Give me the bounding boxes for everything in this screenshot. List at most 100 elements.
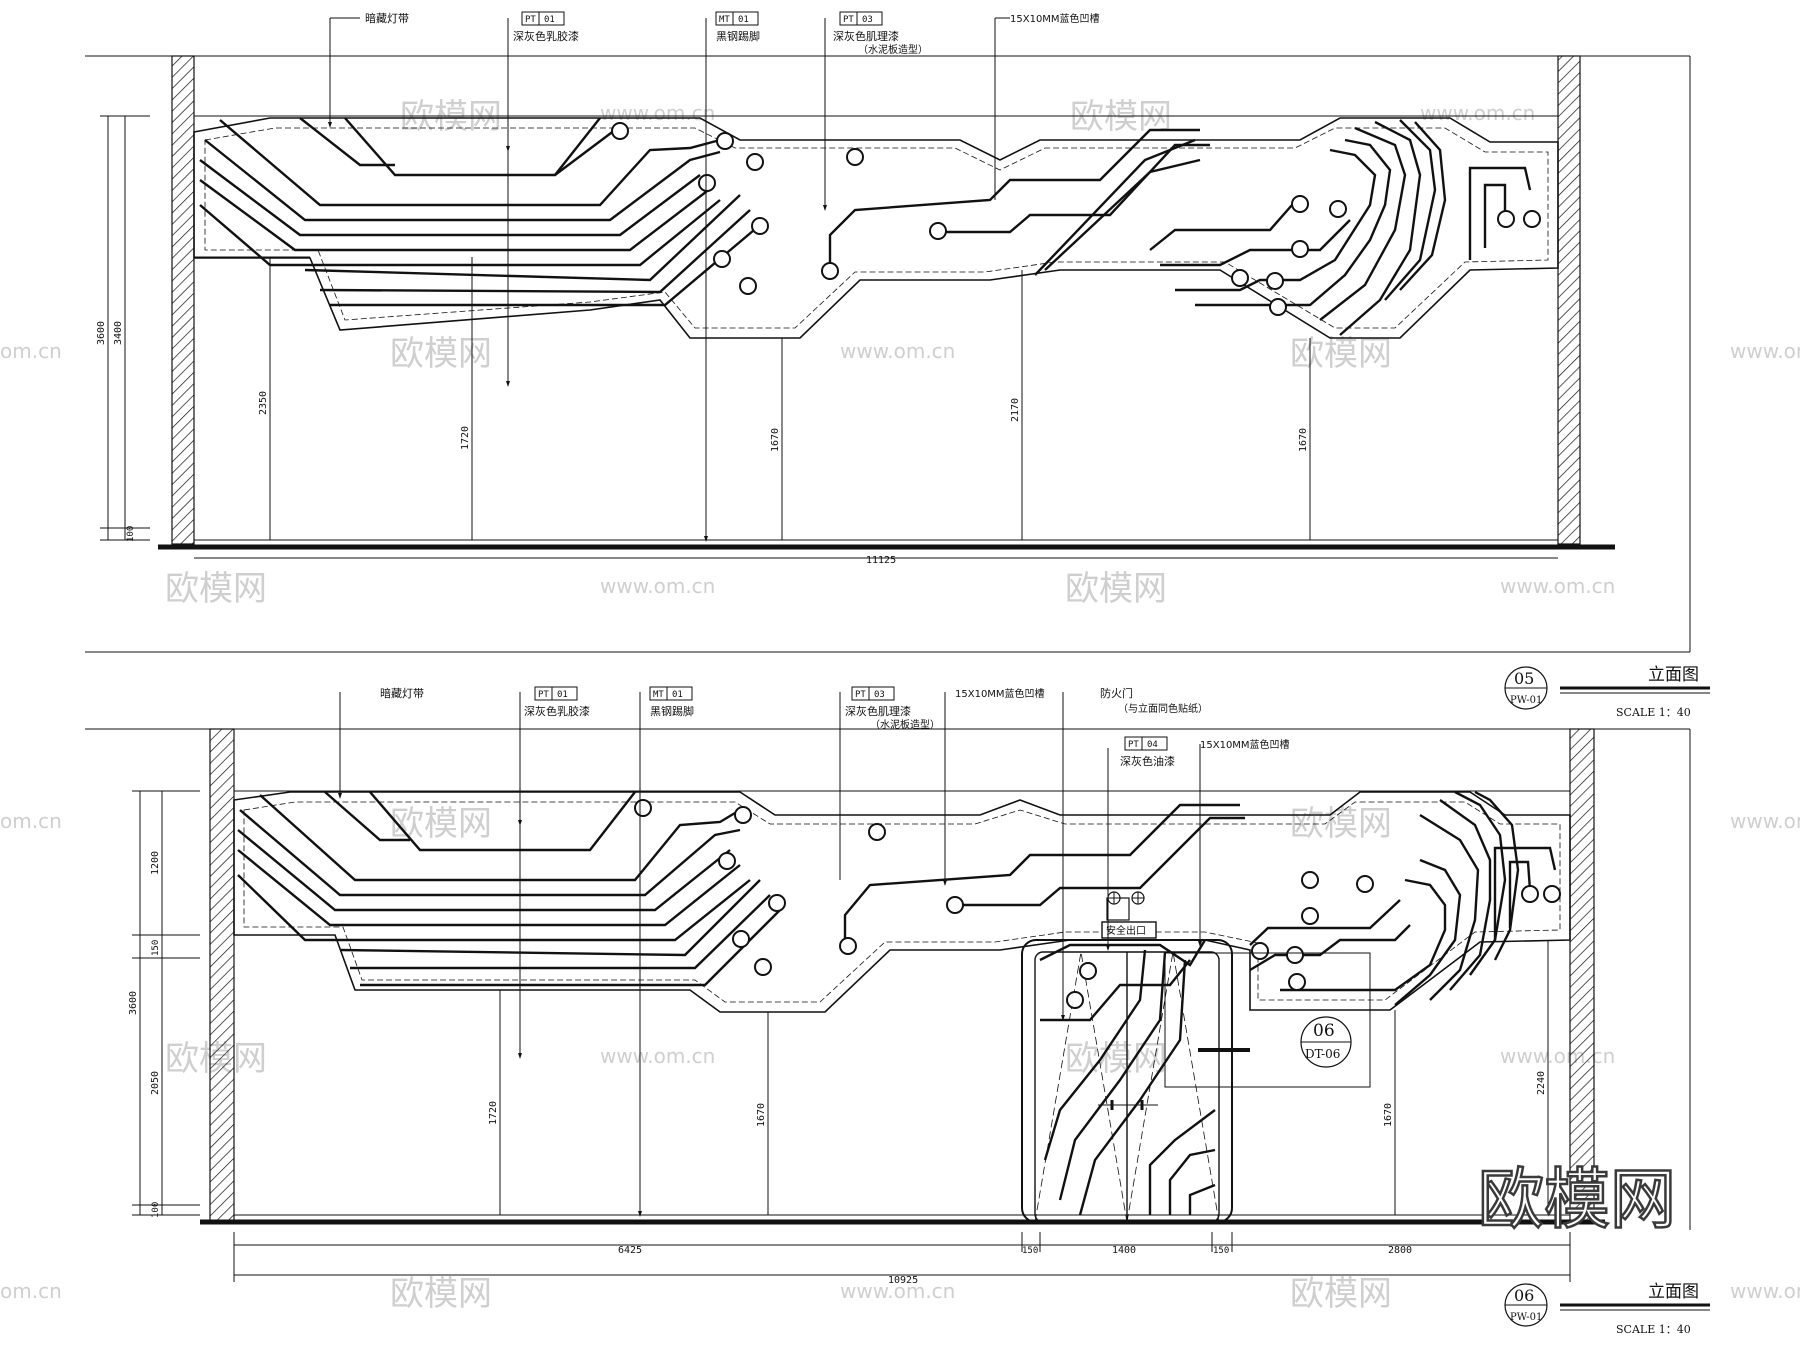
watermark-brand: 欧模网 — [1290, 334, 1392, 374]
watermark-url: www.om.cn — [1500, 1044, 1615, 1068]
elevation-05 — [85, 17, 1691, 653]
dim-2240: 2240 — [1536, 1071, 1547, 1095]
watermark-url: www.om.cn — [600, 101, 715, 125]
watermark-brand: 欧模网 — [1065, 1039, 1167, 1079]
door-swing-left — [1034, 951, 1128, 1223]
wall-left-hatch — [171, 55, 195, 545]
tag-mt01-number: 01 — [672, 690, 683, 700]
tag-box-mt01 — [715, 11, 759, 26]
watermark-brand: 欧模网 — [1065, 569, 1167, 609]
dim-150: 150 — [151, 940, 161, 956]
title-scale: SCALE 1：40 — [1616, 706, 1691, 719]
watermark-brand: 欧模网 — [390, 1274, 492, 1314]
dim-1670-b: 1670 — [1383, 1103, 1394, 1127]
dimension-lines-vertical — [132, 790, 1549, 1216]
feature-wall-outline — [233, 791, 1571, 1013]
dim-width-11125: 11125 — [866, 555, 896, 566]
wall-left-hatch — [209, 728, 235, 1222]
circuit-traces-right — [1149, 119, 1532, 336]
dim-6425: 6425 — [618, 1245, 642, 1256]
watermark-url: www.om.cn — [1500, 574, 1615, 598]
callouts-06: 暗藏灯带 PT 01 深灰色乳胶漆 MT 01 黑钢踢脚 PT 03 深灰色肌理… — [380, 686, 1340, 1061]
tag-pt01-number: 01 — [557, 690, 568, 700]
dim-2170: 2170 — [1010, 398, 1021, 422]
callout-pt03-subtext: （水泥板造型） — [870, 718, 940, 731]
callout-mt01-description: 黑钢踢脚 — [650, 704, 694, 718]
dim-total-height-b: 3400 — [113, 321, 124, 345]
brand-logo-watermark: 欧模网 — [1478, 1161, 1676, 1238]
watermark-url: www.om.cn — [1420, 101, 1535, 125]
dim-base-100: 100 — [151, 1202, 161, 1218]
callout-concealed-light: 暗藏灯带 — [380, 686, 424, 700]
tag-pt03-number: 03 — [862, 15, 873, 25]
dim-1720: 1720 — [460, 426, 471, 450]
tag-pt01-code: PT — [538, 690, 549, 700]
callout-leaders — [339, 692, 1201, 1215]
dim-width-10925: 10925 — [888, 1275, 918, 1286]
tag-box-pt04 — [1124, 736, 1168, 751]
callout-fire-door-subtext: （与立面同色贴纸） — [1118, 702, 1208, 715]
watermark-url: om.cn — [0, 339, 62, 363]
dim-2350: 2350 — [258, 391, 269, 415]
tag-box-pt01 — [534, 686, 578, 701]
tag-pt03-number: 03 — [874, 690, 885, 700]
title-sheet-ref: PW-01 — [1510, 1312, 1542, 1323]
dim-1720: 1720 — [488, 1101, 499, 1125]
dimension-lines-vertical — [100, 115, 1311, 541]
callout-pt03-description: 深灰色肌理漆 — [833, 29, 899, 43]
title-number-05: 05 — [1514, 669, 1534, 688]
callout-fire-door: 防火门 — [1100, 686, 1133, 700]
callout-pt04-description: 深灰色油漆 — [1120, 754, 1175, 768]
callouts-05: 暗藏灯带 PT 01 深灰色乳胶漆 MT 01 黑钢踢脚 PT 03 深灰色肌理… — [365, 11, 1100, 56]
watermark-url: om.cn — [0, 1279, 62, 1303]
callout-pt03-description: 深灰色肌理漆 — [845, 704, 911, 718]
watermark-url: www.om.cn — [1730, 339, 1800, 363]
watermark-url: www.om.cn — [840, 1279, 955, 1303]
door-swing-right — [1126, 951, 1220, 1223]
tag-mt01-code: MT — [719, 15, 730, 25]
dim-base-100: 100 — [126, 526, 136, 542]
watermark-url: www.om.cn — [1730, 809, 1800, 833]
tag-box-pt03 — [851, 686, 895, 701]
callout-leaders — [329, 17, 1010, 540]
title-scale: SCALE 1：40 — [1616, 1323, 1691, 1336]
title-label: 立面图 — [1648, 1282, 1699, 1302]
title-sheet-ref: PW-01 — [1510, 695, 1542, 706]
dim-1670-b: 1670 — [1298, 428, 1309, 452]
title-block-06: 06 PW-01 立面图 SCALE 1：40 — [1504, 1282, 1710, 1336]
tag-box-mt01 — [649, 686, 693, 701]
dim-1670-a: 1670 — [770, 428, 781, 452]
detail-callout-06 — [1164, 952, 1371, 1088]
tag-mt01-code: MT — [653, 690, 664, 700]
dim-1670-a: 1670 — [756, 1103, 767, 1127]
wall-right-hatch — [1557, 55, 1581, 545]
watermark-url: www.om.cn — [600, 1044, 715, 1068]
watermark-brand: 欧模网 — [400, 97, 502, 137]
dim-total-height: 3600 — [128, 991, 139, 1015]
watermark-url: www.om.cn — [600, 574, 715, 598]
watermark-brand: 欧模网 — [165, 569, 267, 609]
dimensions-05: 3600 3400 2350 1720 1670 2170 1670 100 1… — [96, 321, 1309, 566]
tag-pt03-code: PT — [843, 15, 854, 25]
tag-pt01-number: 01 — [544, 15, 555, 25]
exit-sign-box — [1101, 921, 1157, 939]
tag-pt01-code: PT — [525, 15, 536, 25]
dim-total-height-a: 3600 — [96, 321, 107, 345]
dimensions-06: 1200 150 3600 2050 100 1720 1670 1670 22… — [128, 851, 1547, 1286]
elevation-06 — [85, 692, 1691, 1282]
circuit-traces-middle — [828, 128, 1210, 276]
callout-pt01-description: 深灰色乳胶漆 — [524, 704, 590, 718]
tag-box-pt01 — [521, 11, 565, 26]
title-label: 立面图 — [1648, 665, 1699, 685]
title-number-06: 06 — [1514, 1286, 1534, 1305]
leader-arrows — [338, 793, 1202, 1217]
detail-sheet-ref: DT-06 — [1305, 1047, 1340, 1061]
detail-number: 06 — [1313, 1021, 1335, 1041]
callout-pt03-subtext: （水泥板造型） — [858, 43, 928, 56]
exit-sign-text: 安全出口 — [1106, 924, 1146, 937]
circuit-nodes — [634, 799, 1561, 1009]
dim-150-b: 150 — [1213, 1246, 1229, 1256]
wall-right-hatch — [1569, 728, 1595, 1222]
callout-mt01-description: 黑钢踢脚 — [716, 29, 760, 43]
